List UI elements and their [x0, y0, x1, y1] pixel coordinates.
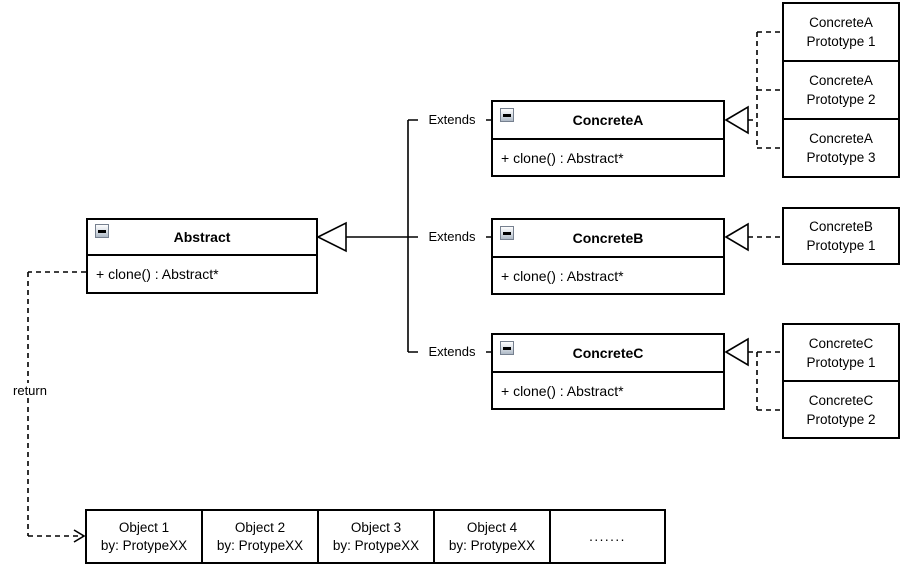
object-name: Object 3	[350, 519, 402, 535]
extends-label-a: Extends	[418, 112, 486, 127]
return-path	[27, 271, 86, 537]
prototype-class: ConcreteC	[808, 392, 874, 408]
ellipsis-label: .......	[589, 528, 626, 544]
object-node[interactable]: Object 3 by: ProtypeXX	[319, 511, 435, 562]
triangle-concreteC	[724, 337, 749, 367]
prototype-label: Prototype 2	[806, 92, 876, 107]
class-title: ConcreteC	[572, 345, 644, 361]
class-method: + clone() : Abstract*	[96, 266, 219, 282]
prototype-label: Prototype 3	[806, 150, 876, 165]
prototype-label: Prototype 1	[806, 238, 876, 253]
class-title-row: Abstract	[88, 220, 316, 256]
class-title: Abstract	[173, 229, 231, 245]
return-label: return	[4, 383, 56, 398]
prototype-class: ConcreteA	[809, 73, 873, 88]
extends-label-c: Extends	[418, 344, 486, 359]
prototype-node[interactable]: ConcreteB Prototype 1	[784, 209, 898, 263]
minus-glyph	[503, 113, 511, 117]
minus-glyph	[503, 346, 511, 350]
object-by: by: ProtypeXX	[448, 537, 536, 553]
collapse-minus-icon[interactable]	[500, 341, 514, 355]
prototype-class: ConcreteA	[809, 15, 873, 30]
extends-label-b: Extends	[418, 229, 486, 244]
object-node[interactable]: Object 1 by: ProtypeXX	[87, 511, 203, 562]
collapse-minus-icon[interactable]	[500, 226, 514, 240]
class-title-row: ConcreteB	[493, 220, 723, 258]
class-method: + clone() : Abstract*	[501, 149, 624, 166]
proto-links-c	[748, 351, 781, 411]
return-arrowhead	[73, 529, 86, 543]
prototype-stack-concreteB: ConcreteB Prototype 1	[782, 207, 900, 265]
prototype-connectors	[27, 31, 781, 537]
prototype-class: ConcreteA	[809, 131, 873, 146]
object-by: by: ProtypeXX	[332, 537, 420, 553]
triangle-abstract	[316, 221, 347, 253]
generalization-arrowheads	[316, 105, 749, 367]
object-by: by: ProtypeXX	[216, 537, 304, 553]
prototype-node[interactable]: ConcreteA Prototype 2	[784, 60, 898, 118]
prototype-class: ConcreteC	[808, 335, 874, 351]
object-name: Object 2	[234, 519, 286, 535]
object-name: Object 4	[466, 519, 518, 535]
proto-links-a	[748, 31, 781, 149]
minus-glyph	[503, 231, 511, 235]
prototype-label: Prototype 1	[806, 354, 876, 370]
class-title: ConcreteA	[572, 112, 644, 128]
class-title-row: ConcreteA	[493, 102, 723, 140]
class-box-concreteB[interactable]: ConcreteB + clone() : Abstract*	[491, 218, 725, 295]
cloned-objects-row: Object 1 by: ProtypeXX Object 2 by: Prot…	[85, 509, 666, 564]
class-method: + clone() : Abstract*	[501, 267, 624, 284]
prototype-stack-concreteA: ConcreteA Prototype 1 ConcreteA Prototyp…	[782, 2, 900, 178]
collapse-minus-icon[interactable]	[95, 224, 109, 238]
class-title-row: ConcreteC	[493, 335, 723, 373]
object-name: Object 1	[118, 519, 170, 535]
triangle-concreteA	[724, 105, 749, 135]
class-box-concreteC[interactable]: ConcreteC + clone() : Abstract*	[491, 333, 725, 410]
class-title: ConcreteB	[572, 230, 644, 246]
prototype-class: ConcreteB	[809, 219, 873, 234]
object-node[interactable]: Object 2 by: ProtypeXX	[203, 511, 319, 562]
collapse-minus-icon[interactable]	[500, 108, 514, 122]
prototype-label: Prototype 2	[806, 411, 876, 427]
prototype-stack-concreteC: ConcreteC Prototype 1 ConcreteC Prototyp…	[782, 323, 900, 439]
class-box-abstract[interactable]: Abstract + clone() : Abstract*	[86, 218, 318, 294]
class-box-concreteA[interactable]: ConcreteA + clone() : Abstract*	[491, 100, 725, 177]
prototype-node[interactable]: ConcreteC Prototype 1	[784, 325, 898, 380]
prototype-node[interactable]: ConcreteC Prototype 2	[784, 380, 898, 437]
object-node[interactable]: Object 4 by: ProtypeXX	[435, 511, 551, 562]
minus-glyph	[98, 229, 106, 233]
object-node-ellipsis[interactable]: .......	[551, 511, 664, 562]
object-by: by: ProtypeXX	[100, 537, 188, 553]
prototype-label: Prototype 1	[806, 34, 876, 49]
prototype-node[interactable]: ConcreteA Prototype 3	[784, 118, 898, 176]
class-method: + clone() : Abstract*	[501, 382, 624, 399]
prototype-node[interactable]: ConcreteA Prototype 1	[784, 4, 898, 60]
triangle-concreteB	[724, 222, 749, 252]
